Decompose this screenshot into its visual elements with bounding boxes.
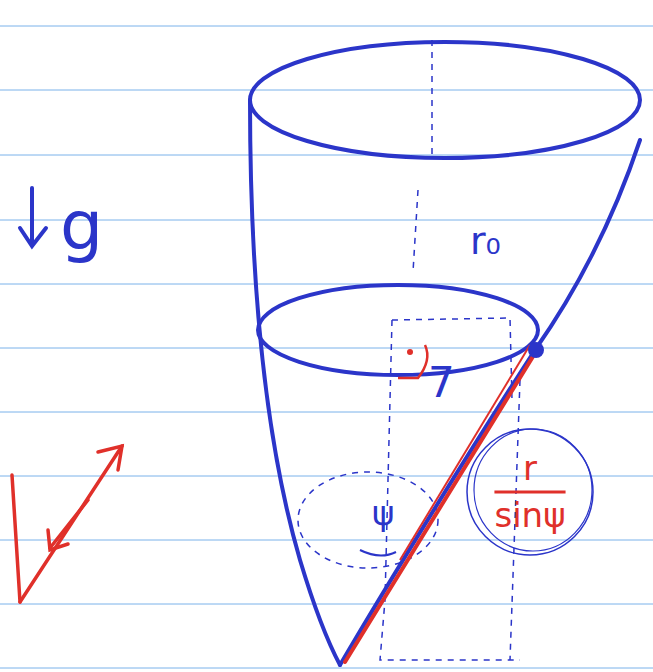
angle-label: ψ xyxy=(372,496,394,530)
red-arc xyxy=(398,345,427,378)
cone-outline xyxy=(250,42,640,665)
mark-label: 7 xyxy=(428,362,455,404)
fraction-text: sinψ xyxy=(494,497,565,534)
angle-arc xyxy=(360,550,396,556)
gravity-arrow xyxy=(20,188,46,246)
paper-lines xyxy=(0,26,653,668)
fraction-bar xyxy=(494,491,565,494)
contact-dot xyxy=(528,342,544,358)
radius-label: r₀ xyxy=(470,222,501,260)
circled-fraction: r sinψ xyxy=(465,427,595,557)
gravity-label: g xyxy=(60,192,103,260)
circle-outline xyxy=(465,427,595,557)
force-vectors xyxy=(12,446,122,602)
red-dot xyxy=(407,349,413,355)
dashed-guides xyxy=(298,40,520,660)
fraction-text: r xyxy=(494,450,565,487)
